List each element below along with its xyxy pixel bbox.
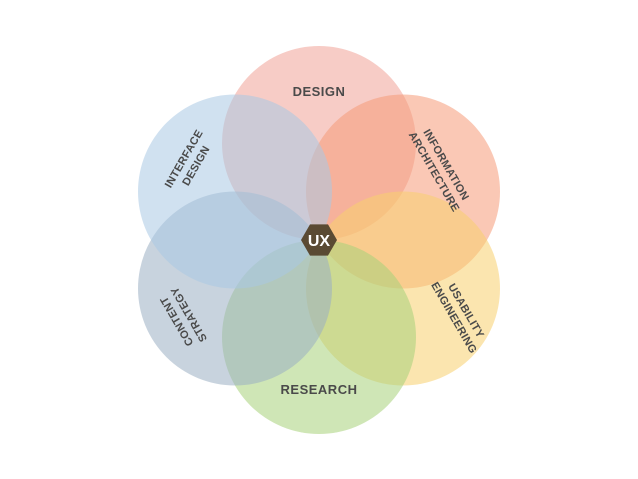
center-label: UX [308, 233, 331, 250]
label-research-line-1: RESEARCH [281, 382, 358, 397]
circles-group [138, 46, 500, 434]
center-hexagon [301, 224, 337, 256]
label-research: RESEARCH [281, 382, 358, 397]
center-badge: UX [301, 224, 337, 256]
label-design-line-1: DESIGN [293, 84, 346, 99]
label-design: DESIGN [293, 84, 346, 99]
circle-interface-design [138, 94, 332, 289]
